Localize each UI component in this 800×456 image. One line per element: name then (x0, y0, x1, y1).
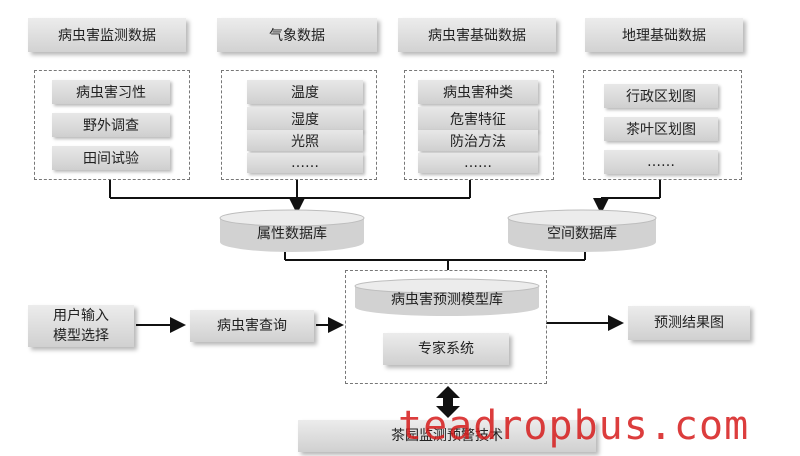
item-label: 野外调查 (83, 118, 139, 134)
header-weather-data: 气象数据 (217, 18, 377, 52)
group-pest-base (404, 70, 554, 180)
prediction-result-box: 预测结果图 (628, 306, 750, 340)
item-ellipsis: …… (247, 153, 363, 173)
group-pest-monitoring (34, 70, 190, 180)
cylinder-text: 病虫害预测模型库 (391, 292, 503, 308)
cylinder-text: 空间数据库 (547, 226, 617, 242)
header-pest-base-data: 病虫害基础数据 (398, 18, 556, 52)
watermark: teadropbus.com (398, 403, 749, 449)
tea-monitoring-tech-box: 茶园监测预警技术 (298, 420, 596, 452)
cylinder-text: 属性数据库 (257, 226, 327, 242)
item-light: 光照 (247, 130, 363, 151)
watermark-text: teadropbus.com (398, 403, 750, 449)
spatial-database-cylinder (507, 209, 657, 252)
box-text: 病虫害查询 (217, 318, 287, 334)
user-input-box: 用户输入 模型选择 (28, 305, 134, 347)
input-line-1: 用户输入 (53, 308, 109, 324)
item-pest-habits: 病虫害习性 (52, 80, 170, 104)
expert-system-box: 专家系统 (383, 333, 509, 365)
item-label: 田间试验 (83, 151, 139, 167)
box-text: 预测结果图 (654, 315, 724, 331)
header-label: 地理基础数据 (622, 28, 706, 44)
item-label: 危害特征 (450, 112, 506, 128)
item-label: 茶叶区划图 (626, 122, 696, 138)
attribute-database-label: 属性数据库 (218, 220, 366, 246)
item-label: …… (291, 155, 319, 171)
item-temperature: 温度 (247, 80, 363, 104)
group-geo-base (583, 70, 742, 180)
attribute-database-cylinder (219, 209, 365, 252)
item-label: 光照 (291, 133, 319, 150)
model-library-label: 病虫害预测模型库 (353, 287, 541, 311)
item-control-methods: 防治方法 (418, 130, 538, 151)
spatial-database-label: 空间数据库 (506, 220, 658, 246)
box-text: 专家系统 (418, 341, 474, 357)
item-label: 病虫害习性 (76, 85, 146, 101)
item-ellipsis: …… (418, 153, 538, 173)
header-label: 病虫害基础数据 (428, 28, 526, 44)
item-field-trial: 田间试验 (52, 146, 170, 170)
item-label: 行政区划图 (626, 89, 696, 105)
item-label: …… (464, 155, 492, 171)
item-label: 温度 (291, 85, 319, 101)
item-label: 病虫害种类 (443, 85, 513, 101)
item-humidity: 湿度 (247, 107, 363, 131)
center-model-group (345, 270, 547, 384)
box-text: 茶园监测预警技术 (391, 428, 503, 444)
item-label: …… (647, 154, 675, 170)
item-tea-map: 茶叶区划图 (604, 117, 718, 141)
item-admin-map: 行政区划图 (604, 84, 718, 108)
item-pest-species: 病虫害种类 (418, 80, 538, 104)
item-field-survey: 野外调查 (52, 113, 170, 137)
header-label: 气象数据 (269, 28, 325, 44)
header-pest-monitoring-data: 病虫害监测数据 (28, 18, 186, 52)
header-geo-base-data: 地理基础数据 (585, 18, 743, 52)
item-damage-features: 危害特征 (418, 107, 538, 131)
model-library-cylinder (354, 278, 540, 316)
item-label: 湿度 (291, 112, 319, 128)
item-ellipsis: …… (604, 150, 718, 174)
group-weather (221, 70, 377, 180)
pest-query-box: 病虫害查询 (190, 310, 314, 342)
item-label: 防治方法 (450, 133, 506, 150)
input-line-2: 模型选择 (53, 328, 109, 344)
header-label: 病虫害监测数据 (58, 28, 156, 44)
